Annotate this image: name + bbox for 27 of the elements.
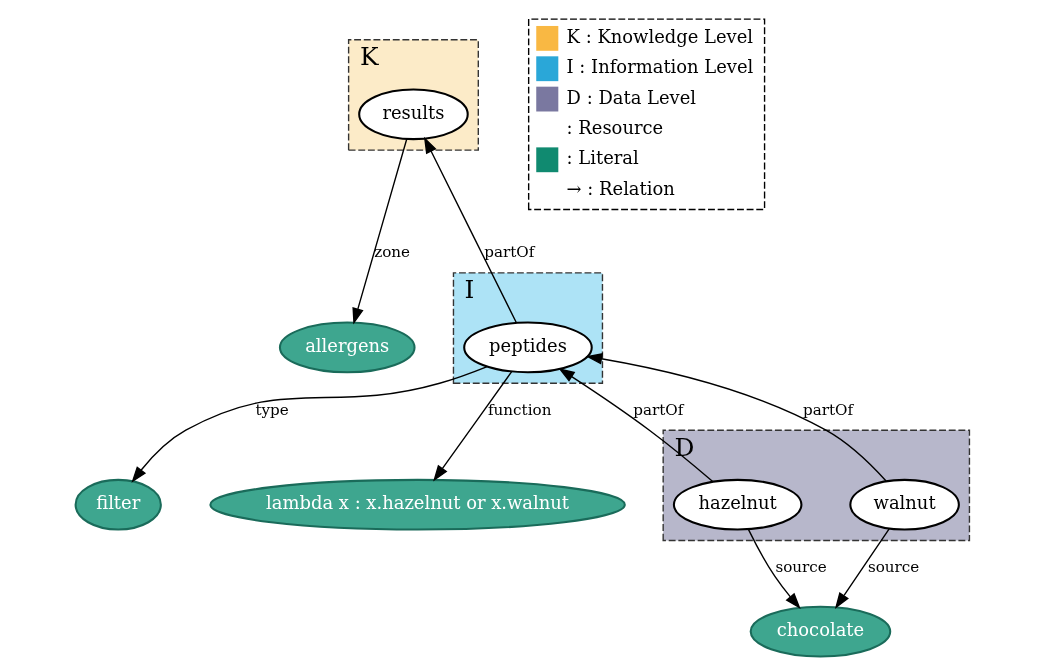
node-ellipse: peptides <box>462 321 593 374</box>
arrow <box>351 138 407 325</box>
edge-label: partOf <box>802 400 853 419</box>
node-ellipse: lambda x : x.hazelnut or x.walnut <box>208 478 626 531</box>
edge-label: source <box>867 558 919 577</box>
legend-label: I : Information Level <box>566 56 753 78</box>
edge-label: zone <box>373 243 410 262</box>
legend-label: : Literal <box>566 147 639 169</box>
node-ellipse: allergens <box>278 321 416 374</box>
arrow <box>423 136 517 324</box>
edge-label: type <box>254 400 289 419</box>
edge-label: function <box>487 400 551 419</box>
node-ellipse: chocolate <box>749 605 891 658</box>
node-ellipse: walnut <box>848 478 960 531</box>
edge-label: source <box>774 558 827 577</box>
arrow <box>557 367 713 483</box>
legend-label: K : Knowledge Level <box>566 26 753 48</box>
legend-label: : Resource <box>566 117 663 139</box>
arrow <box>585 353 887 482</box>
node-ellipse: hazelnut <box>672 478 802 531</box>
legend-label: D : Data Level <box>566 86 696 108</box>
node-ellipse: filter <box>74 478 162 531</box>
edge-label: partOf <box>632 400 683 419</box>
node-ellipse: results <box>357 88 469 141</box>
arrow <box>130 365 488 483</box>
edge-label: partOf <box>483 243 534 262</box>
legend-label: → : Relation <box>566 177 675 199</box>
